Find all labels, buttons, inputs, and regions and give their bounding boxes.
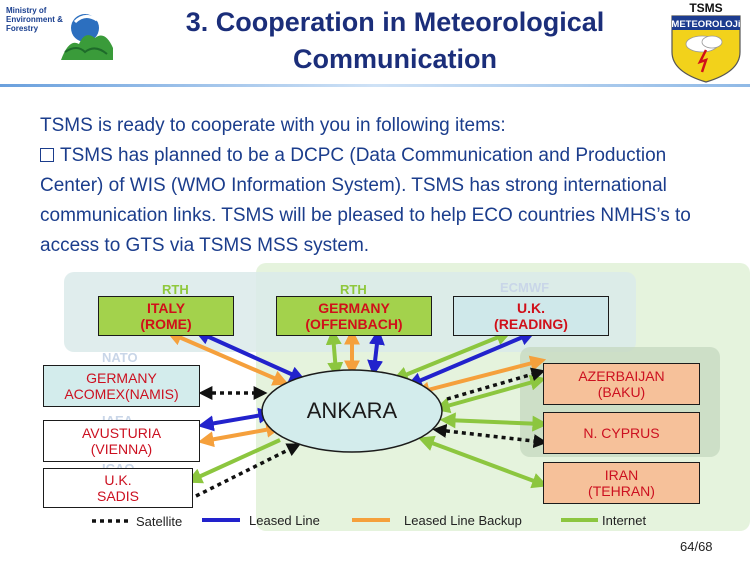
ministry-name: Ministry of Environment & Forestry	[6, 6, 63, 33]
link-sadis-internet	[186, 438, 281, 484]
ankara-hub-shape	[261, 369, 443, 453]
legend-internet-label: Internet	[602, 513, 647, 528]
link-cyprus-satellite	[432, 424, 548, 448]
link-italy-backup	[166, 330, 289, 386]
rth-label-germany: RTH	[340, 282, 367, 297]
ankara-hub-label: ANKARA	[306, 398, 398, 423]
link-sadis-satellite	[195, 443, 302, 498]
tsms-logo: TSMS METEOROLOJi	[671, 1, 741, 83]
link-iran-internet	[418, 435, 548, 489]
ministry-logo	[61, 14, 113, 60]
node-uk-sadis: U.K. SADIS	[43, 468, 193, 508]
link-italy-leased	[194, 329, 306, 382]
link-azerbaijan-internet	[433, 374, 547, 414]
link-vienna-backup	[197, 421, 283, 448]
link-germany-internet	[325, 328, 344, 379]
bullet-paragraph: TSMS has planned to be a DCPC (Data Comm…	[40, 145, 691, 256]
legend-swatches	[92, 518, 598, 523]
node-iran-tehran: IRAN (TEHRAN)	[543, 462, 700, 504]
intro-line: TSMS is ready to cooperate with you in f…	[40, 115, 506, 136]
node-uk-reading: U.K. (READING)	[453, 296, 609, 336]
node-n-cyprus: N. CYPRUS	[543, 412, 700, 454]
page-title: 3. Cooperation in Meteorological Communi…	[185, 7, 605, 74]
faint-label-ecmwf: ECMWF	[500, 280, 550, 295]
badge-band-text: METEOROLOJi	[671, 19, 740, 30]
header-divider	[0, 84, 750, 87]
body-text: TSMS is ready to cooperate with you in f…	[40, 111, 730, 261]
node-italy-rome: ITALY (ROME)	[98, 296, 234, 336]
rth-label-italy: RTH	[162, 282, 189, 297]
checkbox-bullet-icon	[40, 148, 54, 162]
link-germany-leased	[367, 328, 385, 377]
link-azerbaijan-backup	[413, 355, 547, 398]
link-azerbaijan-satellite	[446, 367, 546, 401]
link-vienna-leased	[197, 407, 275, 432]
link-cyprus-internet	[439, 412, 549, 432]
node-azerbaijan-baku: AZERBAIJAN (BAKU)	[543, 363, 700, 405]
node-germany-offenbach: GERMANY (OFFENBACH)	[276, 296, 432, 336]
node-avusturia-vienna: AVUSTURIA (VIENNA)	[43, 420, 200, 462]
legend-leased-line-label: Leased Line	[249, 513, 320, 528]
node-germany-namis: GERMANY ACOMEX(NAMIS)	[43, 365, 200, 407]
legend-leased-backup-label: Leased Line Backup	[404, 513, 522, 528]
legend-satellite-label: Satellite	[136, 514, 183, 529]
badge-top-text: TSMS	[689, 1, 722, 15]
faint-label-nato: NATO	[102, 350, 138, 365]
link-uk-reading-leased	[406, 330, 536, 388]
link-uk-reading-internet	[392, 330, 512, 382]
page-number: 64/68	[680, 539, 713, 554]
